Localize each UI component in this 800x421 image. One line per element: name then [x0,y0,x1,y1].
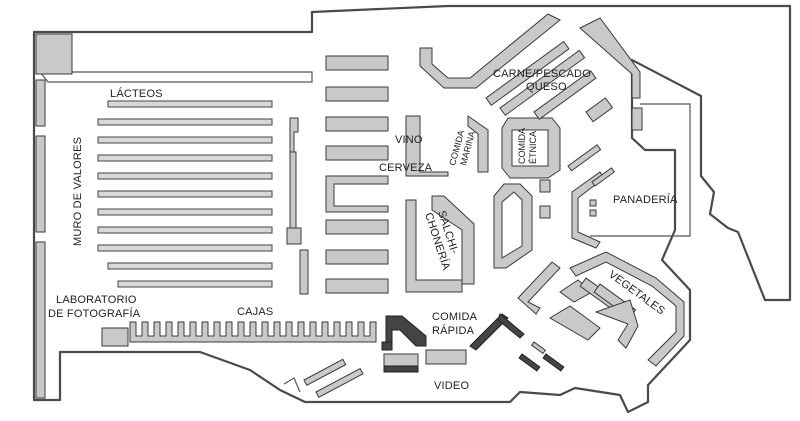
carne-wall-counter [419,13,561,89]
panaderia-case-1 [567,144,602,172]
cart-rail-3 [530,341,547,355]
center-fixture-long [289,151,297,237]
outer-wall [32,4,792,414]
salchichoneria-counter-2 [431,195,475,285]
checkout-lanes [129,321,377,343]
label-comida-rapida-2: RÁPIDA [432,324,475,337]
label-lacteos: LÁCTEOS [110,87,163,100]
comida-marina-counter-2 [467,115,489,173]
cart-rail-1 [518,353,541,372]
left-wall-block-2 [35,135,46,233]
beverage-shelves [325,55,389,294]
island-counter [493,183,533,269]
photo-lab-counter [101,327,129,347]
label-panaderia: PANADERÍA [613,193,678,206]
center-fixture-block [286,227,302,245]
right-wall-case [579,17,641,99]
panaderia-wall [590,103,691,237]
video-display [425,349,467,365]
panaderia-case-2 [591,167,616,187]
inner-wall-top [38,71,313,83]
entry-gate [469,313,509,351]
label-laboratorio-1: LABORATORIO [56,294,137,306]
entry-rail-1 [303,358,347,386]
panaderia-counter [571,171,605,249]
label-comida-etnica-2: ÉTNICA [528,131,538,164]
vegetales-outer-case [569,251,685,367]
label-vino: VINO [395,134,423,146]
right-wall-block [631,107,643,131]
entry-door [283,377,301,393]
vegetales-case-6 [594,299,639,349]
label-video: VIDEO [434,380,469,392]
vegetales-case-5 [549,305,601,341]
island-box-1 [539,179,551,193]
label-cajas: CAJAS [237,306,273,318]
label-comida-rapida-1: COMIDA [432,311,478,323]
entry-gate-2 [497,313,525,339]
label-queso: QUESO [526,81,567,93]
label-laboratorio-2: DE FOTOGRAFÍA [48,307,141,320]
label-muro-de-valores: MURO DE VALORES [72,137,84,246]
comida-marina-counter [405,115,449,177]
label-comida-etnica-1: COMIDA [517,128,527,164]
center-fixture-low [299,249,309,295]
cart-rail-2 [542,353,565,372]
left-wall-block-3 [35,241,46,399]
label-cerveza: CERVEZA [379,162,433,174]
lacteos-shelves [97,100,273,288]
video-counter [383,353,419,367]
entry-pillar [35,33,73,75]
video-shelf [383,365,419,373]
comida-rapida-box [381,341,393,351]
entry-rail-2 [315,367,364,398]
label-carne-pescado: CARNE/PESCADO [493,68,591,80]
panaderia-box-1 [589,199,597,207]
comida-etnica-counter [501,117,561,179]
vegetales-case-left [517,261,561,315]
island-box-2 [539,205,551,219]
cerveza-cooler [325,175,389,213]
panaderia-box-2 [589,209,597,217]
left-wall-block-1 [35,79,46,127]
carne-cases [485,40,614,123]
